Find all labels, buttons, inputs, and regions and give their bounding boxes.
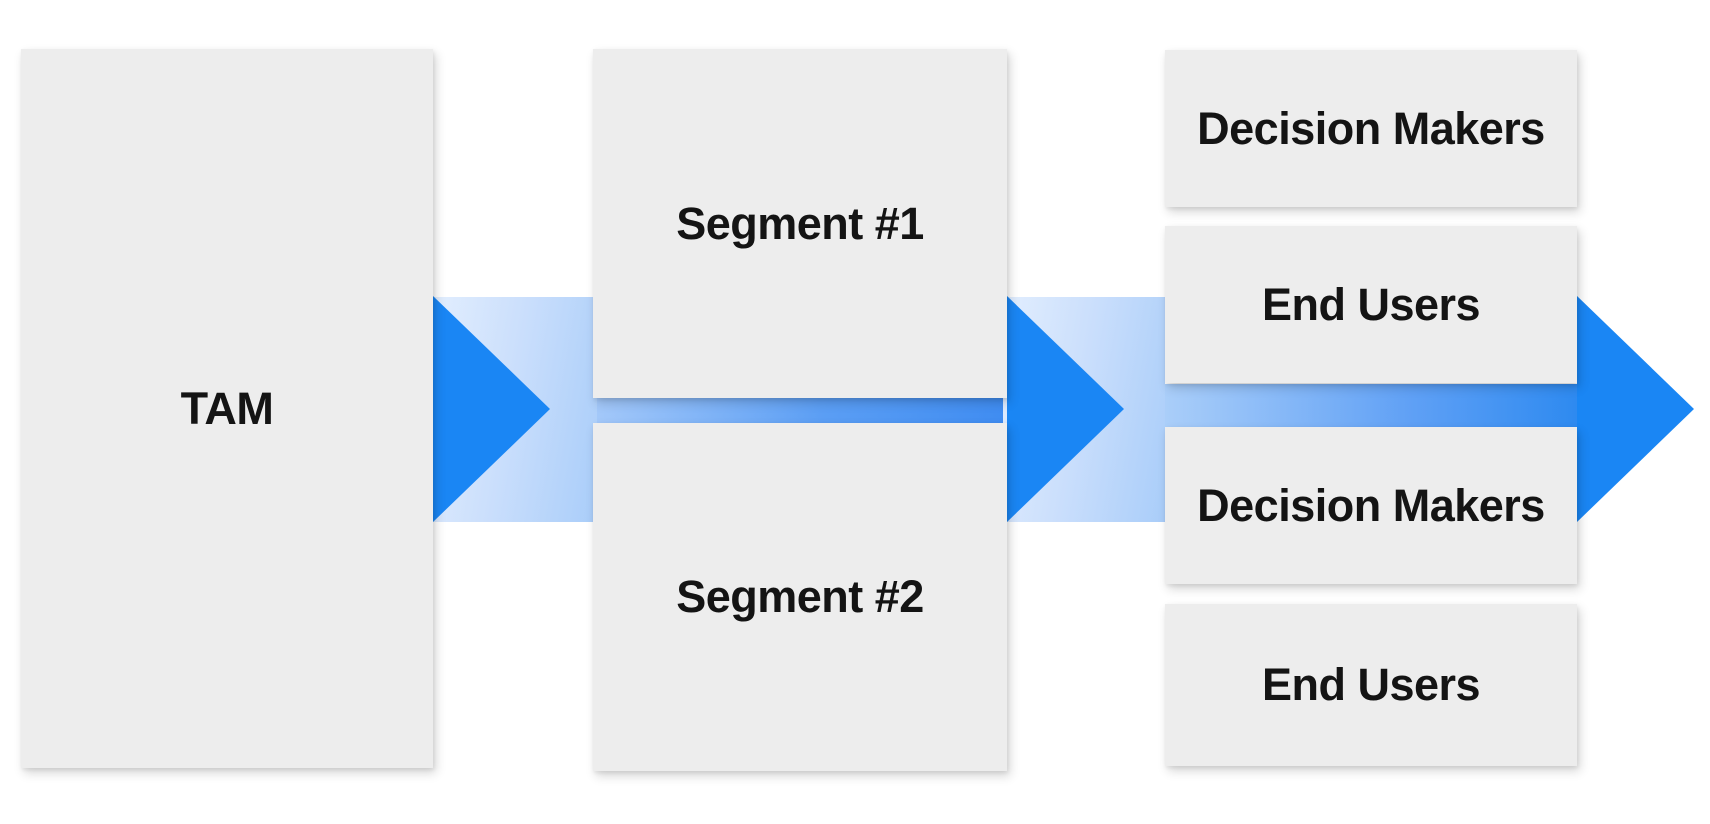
segments-gap-flow-stripe <box>597 398 1007 423</box>
audience-label: End Users <box>1261 278 1481 330</box>
arrow-3-head-icon <box>1577 296 1694 522</box>
segment-2-box: Segment #2 <box>593 423 1007 771</box>
audiences-gap-flow-stripe <box>1165 384 1577 427</box>
audience-box-end-users-2: End Users <box>1165 604 1577 766</box>
tam-box: TAM <box>21 49 433 768</box>
tam-label: TAM <box>180 382 274 434</box>
segment-1-box: Segment #1 <box>593 49 1007 398</box>
audience-box-end-users-1: End Users <box>1165 226 1577 383</box>
segment-2-label: Segment #2 <box>676 571 924 622</box>
audience-label: End Users <box>1261 659 1481 710</box>
audience-box-decision-makers-1: Decision Makers <box>1165 50 1577 207</box>
audience-box-decision-makers-2: Decision Makers <box>1165 427 1577 584</box>
audience-label: Decision Makers <box>1197 102 1545 154</box>
audience-label: Decision Makers <box>1197 479 1545 531</box>
segment-1-label: Segment #1 <box>676 197 924 249</box>
